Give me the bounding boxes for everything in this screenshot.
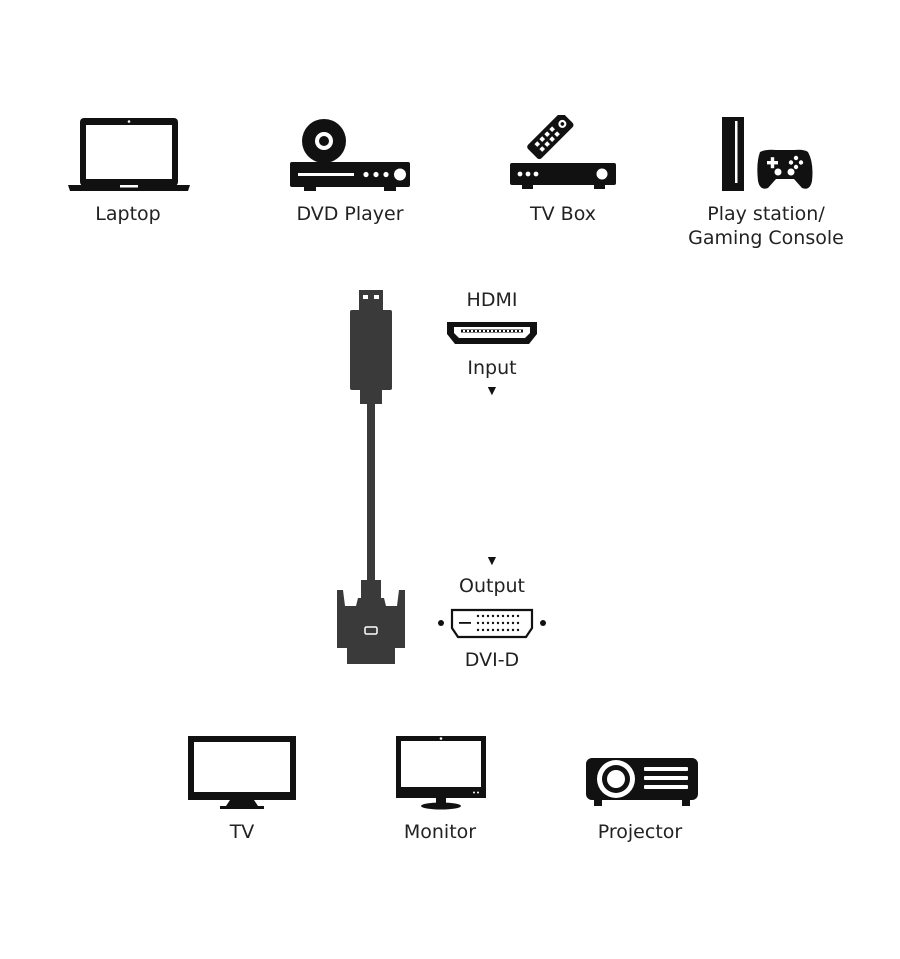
projector-icon — [586, 758, 698, 806]
gaming-console-icon — [722, 117, 813, 191]
hdmi-to-dvi-cable-icon — [337, 290, 405, 664]
gaming-console-label-line1: Play station/ — [707, 203, 825, 225]
projector-label: Projector — [597, 821, 683, 843]
dvd-player-label: DVD Player — [296, 203, 404, 225]
output-arrow: ▼ — [485, 552, 499, 568]
input-label: Input — [467, 357, 517, 379]
laptop-icon — [68, 118, 190, 191]
gaming-console-label-line2: Gaming Console — [688, 227, 844, 249]
dvi-d-label: DVI-D — [464, 649, 520, 671]
monitor-icon — [396, 736, 486, 810]
tv-box-icon — [510, 115, 616, 189]
hdmi-port-icon — [447, 322, 537, 344]
dvi-port-icon — [438, 608, 546, 639]
output-label: Output — [459, 575, 525, 597]
laptop-label: Laptop — [95, 203, 161, 225]
tv-box-label: TV Box — [530, 203, 596, 225]
tv-icon — [188, 736, 296, 809]
input-arrow: ▼ — [485, 382, 499, 398]
monitor-label: Monitor — [403, 821, 477, 843]
hdmi-label: HDMI — [466, 289, 518, 311]
tv-label: TV — [229, 821, 255, 843]
dvd-player-icon — [290, 119, 410, 191]
